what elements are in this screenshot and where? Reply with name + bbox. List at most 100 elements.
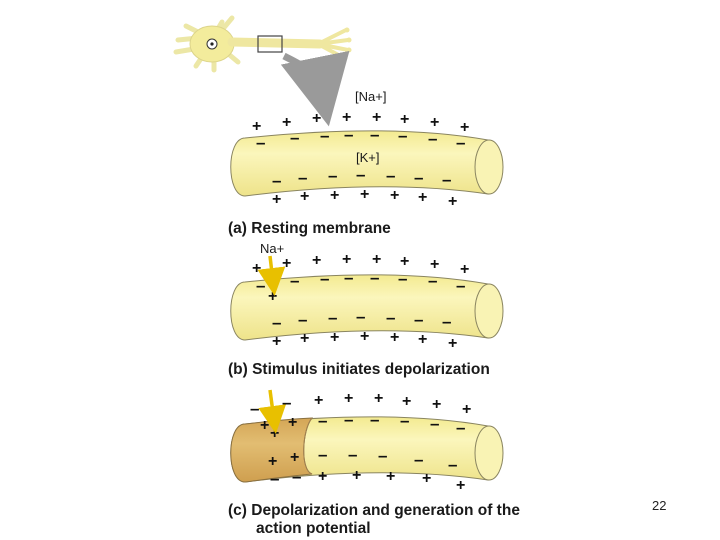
svg-text:–: – [370,268,379,287]
svg-text:+: + [390,187,399,204]
svg-text:+: + [282,114,291,131]
panel-stimulus-depolarization: Na+ ++ ++ ++ ++ –– –– –– –– + –– –– –– –… [228,241,504,378]
svg-text:–: – [456,133,465,152]
svg-text:–: – [290,128,299,147]
svg-text:–: – [318,445,327,464]
svg-text:–: – [386,308,395,327]
svg-text:+: + [300,330,309,347]
svg-text:+: + [330,329,339,346]
svg-text:+: + [252,118,261,135]
svg-text:–: – [398,126,407,145]
svg-text:+: + [418,189,427,206]
svg-text:–: – [282,393,291,412]
svg-text:–: – [298,168,307,187]
svg-text:–: – [378,446,387,465]
inner-charges-bottom-c: ++ –– –– – [268,445,457,474]
svg-text:–: – [344,410,353,429]
outer-charges-bottom-b: ++ ++ ++ + [272,328,457,352]
svg-text:+: + [282,255,291,272]
svg-text:+: + [402,393,411,410]
svg-text:–: – [292,467,301,486]
caption-action-potential-line1: (c) Depolarization and generation of the [228,502,520,519]
inner-charges-bottom-a: –– –– –– – [272,165,451,190]
svg-text:–: – [320,126,329,145]
outer-charges-bottom-a: ++ ++ ++ + [272,186,457,210]
svg-text:+: + [462,401,471,418]
svg-text:–: – [400,411,409,430]
outer-charges-bottom-c: –– ++ ++ + [270,467,465,494]
entering-positive-charge: + [268,288,277,305]
axon-segment-a [230,130,504,197]
svg-text:+: + [372,251,381,268]
svg-text:+: + [268,453,277,470]
svg-text:–: – [414,310,423,329]
entering-positive-charge-c: + [270,425,279,442]
svg-text:–: – [414,450,423,469]
svg-text:+: + [342,251,351,268]
outer-charges-top-c: – – + + + + + + [250,390,471,418]
svg-text:+: + [344,390,353,407]
svg-text:+: + [360,186,369,203]
outer-charges-top-a: ++ ++ ++ ++ [252,109,469,136]
inner-charges-bottom-b: –– –– –– – [272,307,451,332]
caption-resting-membrane: (a) Resting membrane [228,220,391,237]
svg-text:+: + [272,191,281,208]
svg-text:–: – [370,410,379,429]
svg-text:–: – [290,271,299,290]
svg-text:–: – [256,276,265,295]
svg-text:–: – [256,133,265,152]
svg-text:–: – [448,455,457,474]
svg-text:+: + [422,470,431,487]
callout-arrow [280,50,350,127]
inner-charges-top-a: –– –– –– –– [256,125,465,152]
svg-text:–: – [328,166,337,185]
svg-text:+: + [460,261,469,278]
svg-text:+: + [430,256,439,273]
svg-text:+: + [300,188,309,205]
svg-text:–: – [272,171,281,190]
outer-charges-top-b: ++ ++ ++ ++ [252,251,469,278]
svg-text:+: + [432,396,441,413]
k-concentration-label: [K+] [356,150,380,165]
caption-action-potential-line2: action potential [256,520,371,537]
svg-text:+: + [372,109,381,126]
svg-text:–: – [320,269,329,288]
axon-segment-c [230,416,504,483]
svg-text:+: + [374,390,383,407]
svg-text:–: – [428,129,437,148]
page-number: 22 [652,498,667,513]
svg-text:–: – [348,445,357,464]
svg-text:+: + [448,193,457,210]
caption-stimulus-depolarization: (b) Stimulus initiates depolarization [228,361,490,378]
sodium-influx-arrow-c [258,389,287,434]
zoom-box [257,35,283,53]
svg-text:+: + [430,114,439,131]
svg-text:–: – [456,276,465,295]
svg-text:+: + [456,477,465,494]
svg-text:–: – [344,125,353,144]
panel-action-potential: –– ++ ++ ++ ++ –– –– –– + ++ –– –– – –– … [228,389,520,537]
svg-text:+: + [288,414,297,431]
svg-text:+: + [312,252,321,269]
svg-text:–: – [344,268,353,287]
svg-text:+: + [360,328,369,345]
svg-text:+: + [418,331,427,348]
svg-text:–: – [356,307,365,326]
svg-text:–: – [428,271,437,290]
svg-text:+: + [448,335,457,352]
svg-text:–: – [398,269,407,288]
svg-text:+: + [312,110,321,127]
svg-text:+: + [314,392,323,409]
svg-text:–: – [250,399,259,418]
panel-resting-membrane: [Na+] [K+] ++ ++ ++ ++ –– –– –– –– –– ––… [228,89,504,237]
svg-text:–: – [270,469,279,488]
svg-text:+: + [260,417,269,434]
svg-text:–: – [430,414,439,433]
svg-text:+: + [400,253,409,270]
svg-text:–: – [386,166,395,185]
svg-text:+: + [460,119,469,136]
svg-text:–: – [272,313,281,332]
svg-text:–: – [318,411,327,430]
svg-text:+: + [342,109,351,126]
